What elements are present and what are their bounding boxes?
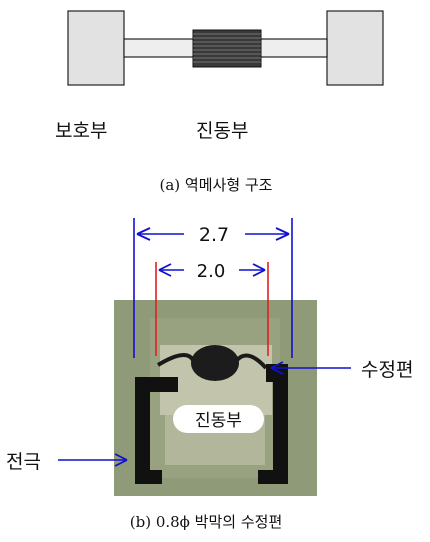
- vibrating-disc: [191, 345, 239, 381]
- vibrating-section-hatch: [193, 33, 261, 63]
- right-protection-pad: [326, 10, 384, 86]
- label-electrode: 전극: [6, 451, 41, 473]
- inner-arrowhead-left: [158, 263, 172, 277]
- caption-a: (a) 역메사형 구조: [160, 176, 273, 194]
- label-crystal-piece: 수정편: [361, 359, 413, 381]
- caption-b: (b) 0.8ϕ 박막의 수정편: [130, 513, 283, 531]
- vibrating-section: [192, 29, 262, 68]
- label-protection-part: 보호부: [55, 120, 107, 142]
- left-electrode: [135, 377, 178, 484]
- electrode-pointer-arrowhead: [114, 453, 128, 467]
- inner-arrowhead-right: [252, 263, 266, 277]
- dimension-outer-value: 2.7: [199, 224, 229, 246]
- dimension-lines: [133, 218, 293, 358]
- electrode-arc: [156, 353, 268, 370]
- vibrating-label-pill: [173, 405, 264, 433]
- outer-arrowhead-right: [275, 227, 290, 241]
- outer-arrowhead-left: [136, 227, 151, 241]
- crystal-pointer-arrowhead: [270, 361, 284, 375]
- left-protection-pad: [67, 10, 125, 86]
- right-electrode: [258, 364, 288, 484]
- dimension-inner-value: 2.0: [197, 261, 226, 282]
- mesa-structure-diagram: [67, 10, 384, 86]
- crystal-photo: [114, 300, 317, 496]
- label-vibrating-part-a: 진동부: [196, 120, 248, 142]
- label-vibrating-part-b: 진동부: [195, 411, 242, 431]
